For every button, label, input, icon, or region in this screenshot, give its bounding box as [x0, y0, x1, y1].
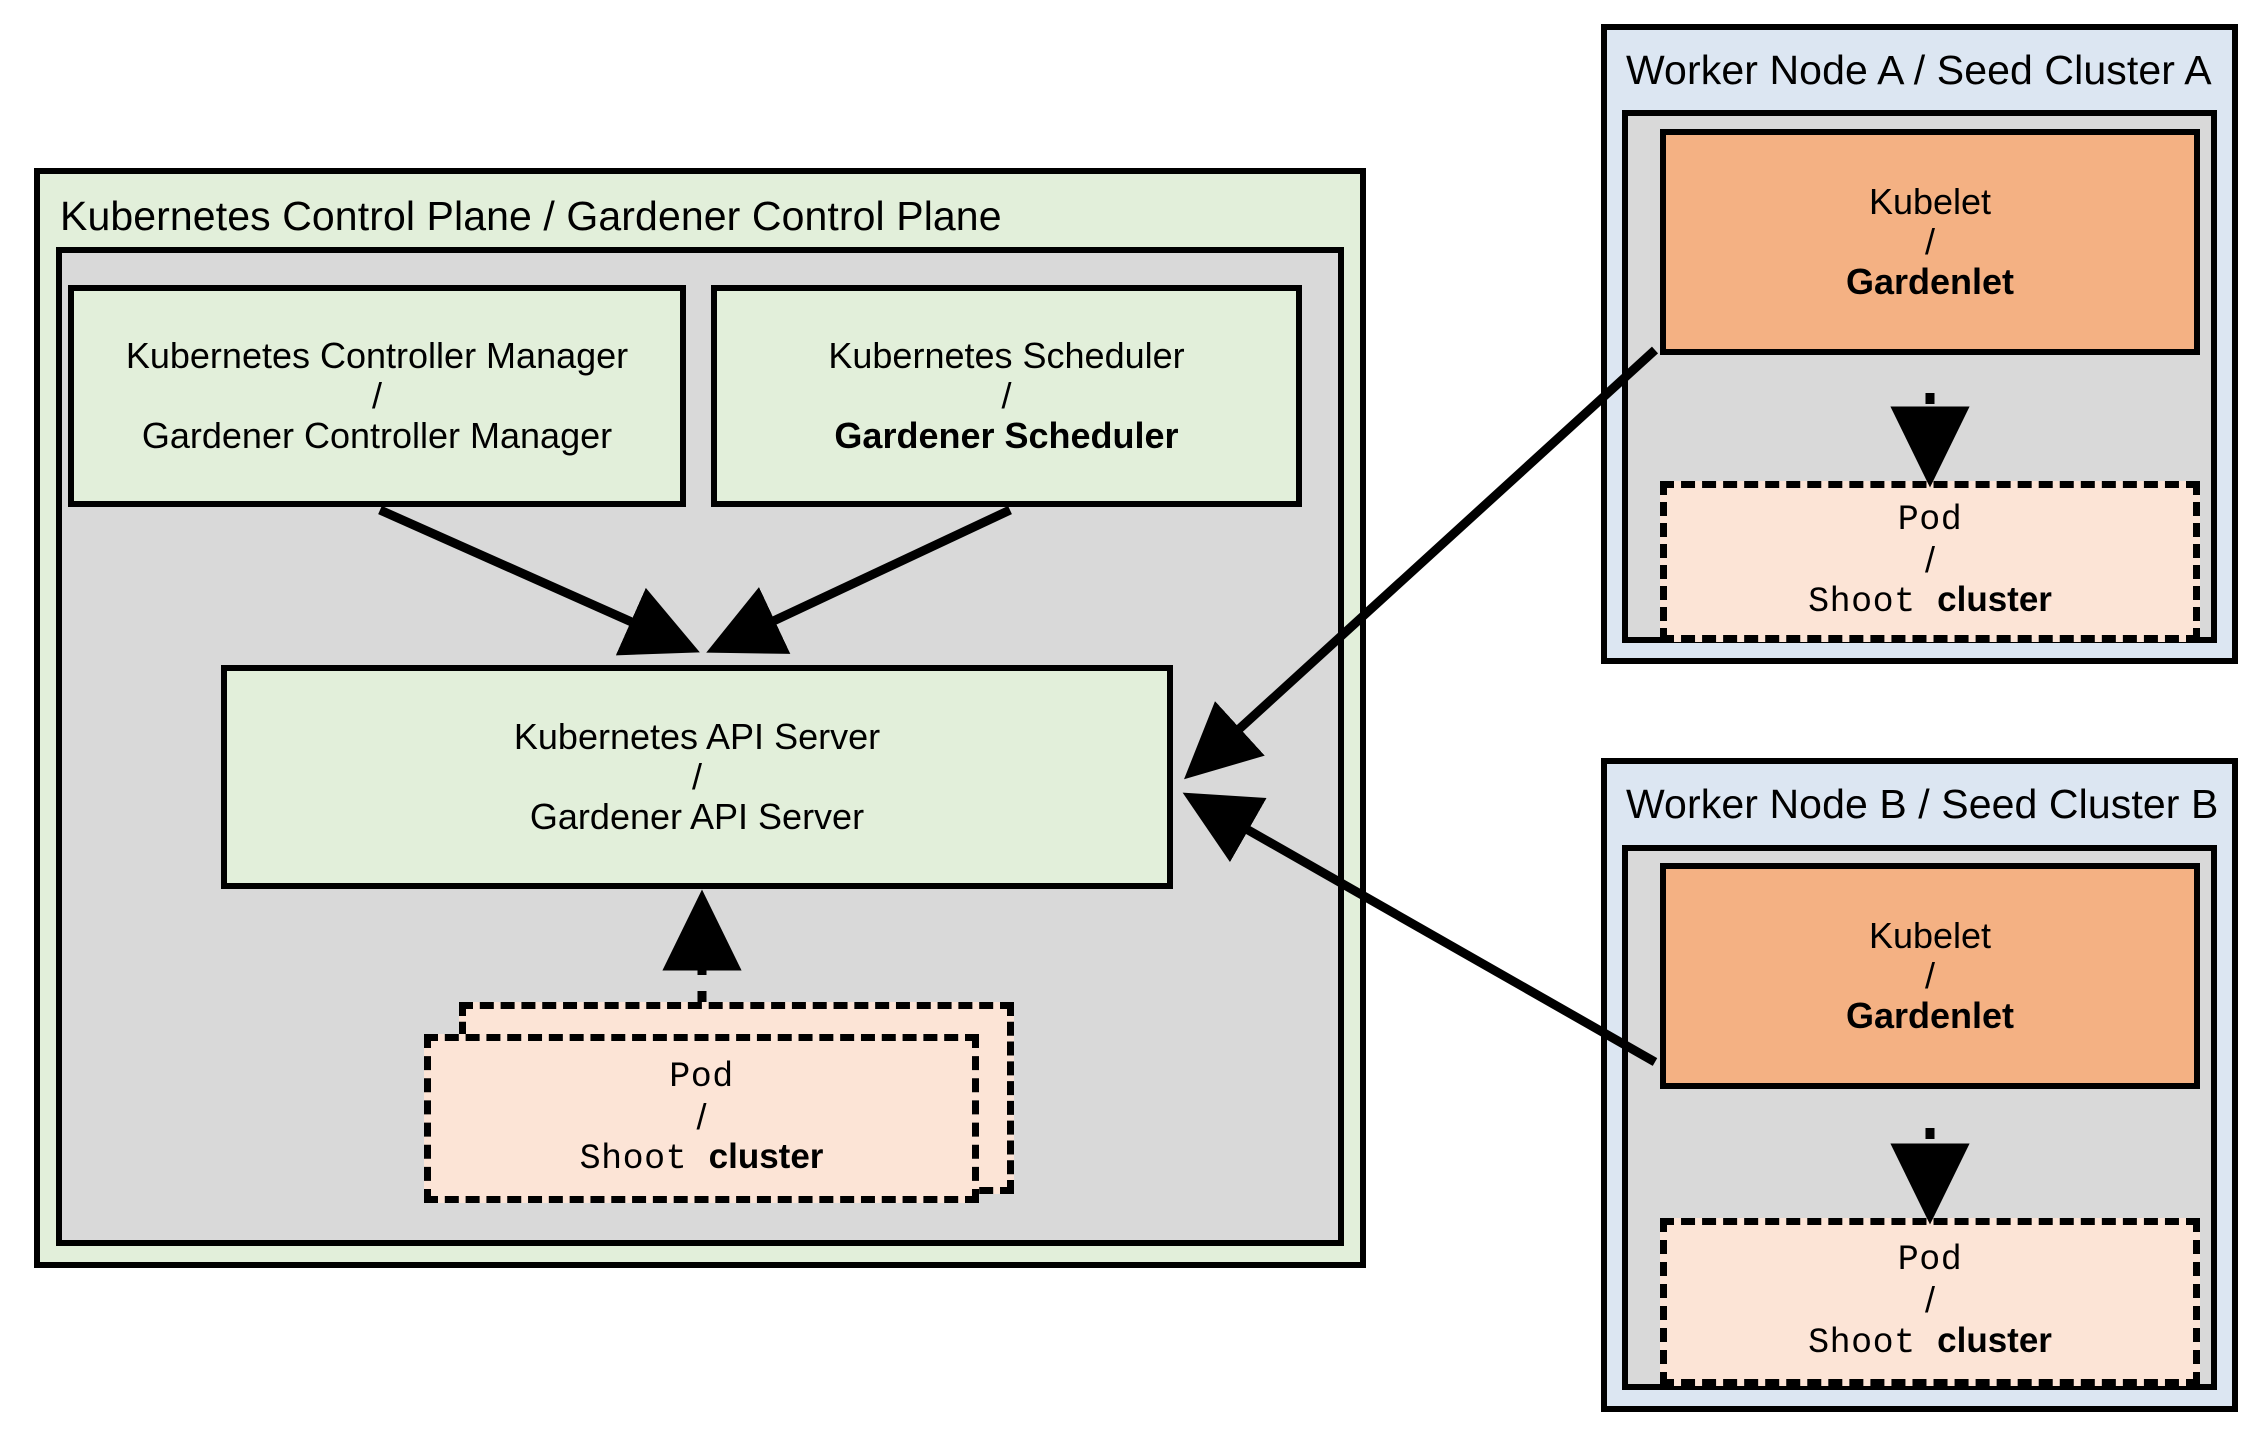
api-server-text: Kubernetes API Server / Gardener API Ser… [227, 715, 1167, 838]
gardenlet-a-separator: / [1924, 220, 1935, 262]
pod-b-box[interactable]: Pod / Shoot cluster [1660, 1218, 2200, 1386]
scheduler-line-1: Kubernetes Scheduler [828, 334, 1185, 376]
controller-manager-line-1: Kubernetes Controller Manager [125, 334, 629, 376]
pod-b-text: Pod / Shoot cluster [1667, 1240, 2193, 1363]
controller-manager-line-2: Gardener Controller Manager [141, 415, 613, 457]
control-plane-title: Kubernetes Control Plane / Gardener Cont… [60, 193, 1002, 239]
scheduler-line-2: Gardener Scheduler [834, 415, 1179, 457]
pod-a-line-2: Shoot cluster [1808, 580, 2052, 622]
gardenlet-a-line-1: Kubelet [1868, 180, 1992, 222]
api-server-separator: / [691, 755, 702, 797]
scheduler-separator: / [1001, 374, 1012, 416]
control-plane-pod-cluster-word: cluster [708, 1137, 824, 1177]
controller-manager-box[interactable]: Kubernetes Controller Manager / Gardener… [68, 285, 686, 507]
pod-b-separator: / [1924, 1279, 1935, 1321]
pod-b-shoot-word: Shoot [1808, 1322, 1938, 1363]
controller-manager-separator: / [371, 374, 382, 416]
worker-node-b-title: Worker Node B / Seed Cluster B [1626, 781, 2219, 827]
pod-a-cluster-word: cluster [1937, 580, 2052, 620]
pod-a-text: Pod / Shoot cluster [1667, 499, 2193, 623]
control-plane-pod-text: Pod / Shoot cluster [431, 1056, 972, 1180]
gardenlet-a-text: Kubelet / Gardenlet [1666, 180, 2194, 303]
pod-a-separator: / [1924, 538, 1935, 580]
pod-a-shoot-word: Shoot [1808, 582, 1938, 623]
gardenlet-b-separator: / [1924, 954, 1935, 996]
api-server-box[interactable]: Kubernetes API Server / Gardener API Ser… [221, 665, 1173, 889]
control-plane-pod-line-2: Shoot cluster [580, 1137, 824, 1179]
gardenlet-a-line-2: Gardenlet [1845, 261, 2015, 303]
scheduler-box[interactable]: Kubernetes Scheduler / Gardener Schedule… [711, 285, 1302, 507]
gardenlet-b-line-1: Kubelet [1868, 914, 1992, 956]
worker-node-a-title: Worker Node A / Seed Cluster A [1626, 47, 2212, 93]
api-server-line-2: Gardener API Server [529, 796, 865, 838]
pod-b-line-1: Pod [1897, 1240, 1963, 1281]
scheduler-text: Kubernetes Scheduler / Gardener Schedule… [717, 334, 1296, 457]
gardenlet-b-text: Kubelet / Gardenlet [1666, 914, 2194, 1037]
gardenlet-b-line-2: Gardenlet [1845, 995, 2015, 1037]
control-plane-pod-separator: / [696, 1095, 707, 1137]
gardenlet-a-box[interactable]: Kubelet / Gardenlet [1660, 129, 2200, 355]
control-plane-pod-line-1: Pod [669, 1056, 734, 1097]
pod-b-line-2: Shoot cluster [1808, 1321, 2052, 1363]
pod-a-box[interactable]: Pod / Shoot cluster [1660, 481, 2200, 642]
api-server-line-1: Kubernetes API Server [513, 715, 881, 757]
pod-b-cluster-word: cluster [1937, 1320, 2052, 1360]
gardenlet-b-box[interactable]: Kubelet / Gardenlet [1660, 863, 2200, 1089]
control-plane-pod-shoot-word: Shoot [579, 1139, 709, 1180]
pod-a-line-1: Pod [1897, 499, 1963, 540]
controller-manager-text: Kubernetes Controller Manager / Gardener… [74, 334, 680, 457]
control-plane-pod-box[interactable]: Pod / Shoot cluster [424, 1034, 979, 1203]
